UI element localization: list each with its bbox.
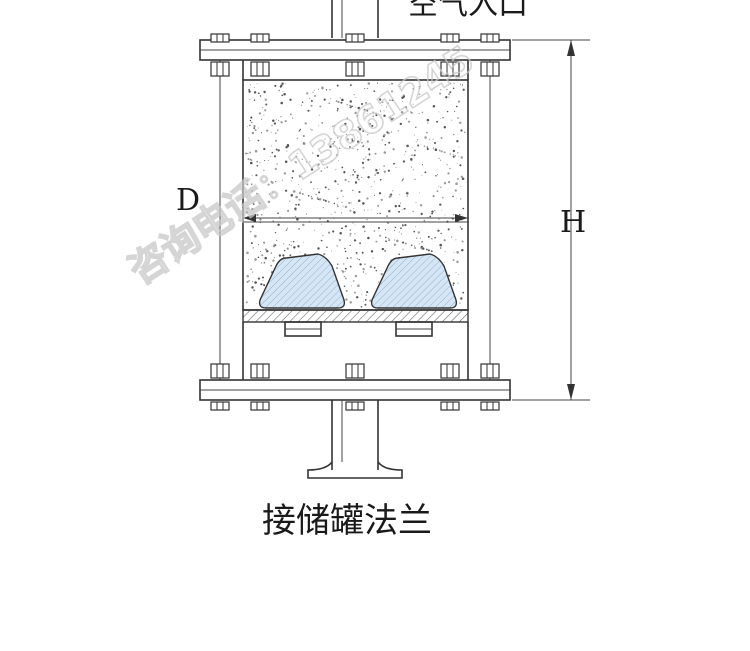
outlet-pipe <box>307 400 403 479</box>
nut <box>345 363 365 379</box>
height-label: H <box>560 205 586 240</box>
nut <box>480 363 500 379</box>
nut <box>440 401 460 411</box>
nut <box>440 363 460 379</box>
nut <box>480 61 500 77</box>
nut <box>440 33 460 43</box>
nut <box>250 363 270 379</box>
support-plate <box>242 309 469 323</box>
inlet-pipe <box>331 0 379 38</box>
nut <box>345 61 365 77</box>
tie-rods <box>219 60 491 380</box>
filter-pads <box>258 253 458 309</box>
nut <box>250 61 270 77</box>
dimension-h <box>512 39 590 401</box>
nut <box>250 33 270 43</box>
bottom-flange <box>199 379 511 401</box>
inlet-label: 空气入口 <box>408 0 528 22</box>
nut <box>480 401 500 411</box>
nut <box>440 61 460 77</box>
nut <box>345 33 365 43</box>
flange-label: 接储罐法兰 <box>262 501 432 541</box>
body-upper <box>242 60 469 80</box>
nut <box>480 33 500 43</box>
nut <box>210 33 230 43</box>
nut <box>210 363 230 379</box>
nut <box>250 401 270 411</box>
diameter-label: D <box>176 183 200 218</box>
dimension-d <box>243 214 468 222</box>
body-lower <box>242 322 469 380</box>
plate-bolts <box>284 321 433 337</box>
nut <box>345 401 365 411</box>
filter-pad-left <box>258 253 346 309</box>
flange-nuts <box>210 33 500 411</box>
nut <box>210 61 230 77</box>
nut <box>210 401 230 411</box>
filter-pad-right <box>370 253 458 309</box>
